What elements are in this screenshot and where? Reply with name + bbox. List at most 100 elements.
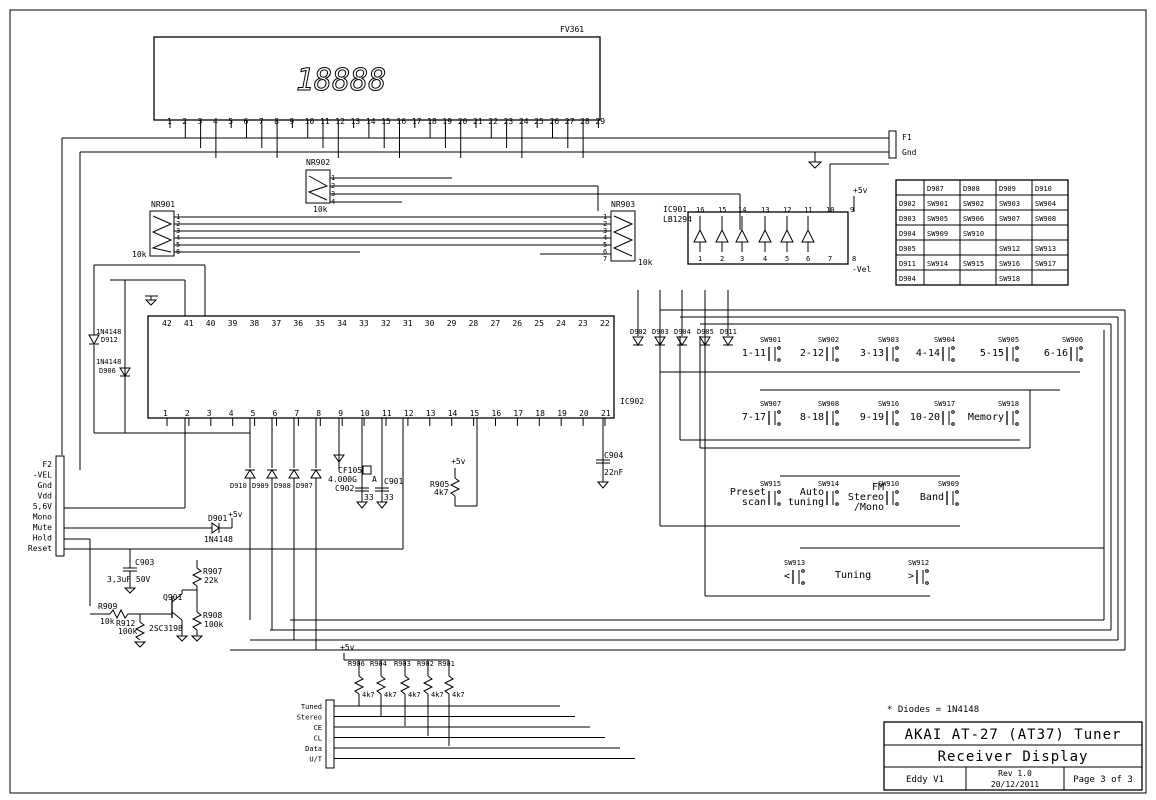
bottom-connector-pin-0: Tuned	[301, 703, 322, 711]
vfd-pin-20: 20	[458, 117, 468, 126]
ic902-top-pin-24: 24	[556, 319, 566, 328]
nr901: NR901 10k 1 2 3 4 5 6	[132, 200, 180, 259]
matrix-frame	[895, 179, 1069, 286]
vfd-pin-13: 13	[351, 117, 361, 126]
switch-ref-SW908: SW908	[818, 400, 839, 408]
vfd-label: FV361	[560, 25, 584, 34]
vfd-digits: 18888	[296, 63, 386, 98]
switch-label-SW914-0: Auto	[800, 487, 824, 498]
ic901-ref: IC901	[663, 205, 687, 214]
d906-part: 1N4148	[96, 358, 121, 366]
matrix-cell-1-0: D902	[899, 200, 916, 208]
pullup-ref-R906: R906	[348, 660, 365, 668]
ic901-driver-2	[715, 228, 729, 243]
ic902-bottom-pin-8: 8	[316, 409, 321, 418]
diode-label-D911: D911	[720, 328, 737, 336]
d906-symbol	[119, 367, 131, 377]
diode-label-D905: D905	[697, 328, 714, 336]
r908-ref: R908	[203, 611, 222, 620]
ic902-bottom-pin-17: 17	[513, 409, 523, 418]
ic901-bottom-pin-8: 8	[852, 255, 856, 263]
c903-value: 3,3uF 50V	[107, 575, 151, 584]
pullup-ref-R904: R904	[370, 660, 387, 668]
matrix-cell-2-3: SW907	[999, 215, 1020, 223]
nr901-ref: NR901	[151, 200, 175, 209]
ic902-top-pin-22: 22	[600, 319, 610, 328]
q901-ref: Q901	[163, 593, 182, 602]
diode-D908	[288, 469, 300, 479]
left-connector-pin-4: 5,6V	[33, 502, 52, 511]
vfd-pin-24: 24	[519, 117, 529, 126]
pullup-R904	[375, 675, 387, 695]
bottom-connector-pin-3: CL	[314, 735, 322, 743]
bottom-connector-body	[325, 699, 335, 769]
matrix-cell-2-4: SW908	[1035, 215, 1056, 223]
vfd-pin-29: 29	[595, 117, 605, 126]
vfd-pin-17: 17	[412, 117, 422, 126]
title-block: * Diodes = 1N4148 AKAI AT-27 (AT37) Tune…	[883, 705, 1143, 791]
d912-part: 1N4148	[96, 328, 121, 336]
vfd-pin-21: 21	[473, 117, 483, 126]
matrix-cell-5-2: SW915	[963, 260, 984, 268]
r905-value: 4k7	[434, 488, 449, 497]
vfd-pin-11: 11	[320, 117, 330, 126]
ic901-bottom-pin-2: 2	[720, 255, 724, 263]
d906-ref: D906	[99, 367, 116, 375]
left-wiring: 1N4148 D912 1N4148 D906	[61, 137, 250, 470]
switch-label-SW903-0: 3-13	[860, 348, 884, 359]
ic902-top-pin-40: 40	[206, 319, 216, 328]
switch-label-SW913-0: <	[784, 571, 790, 582]
ic902-top-pin-36: 36	[293, 319, 303, 328]
switch-ref-SW918: SW918	[998, 400, 1019, 408]
pullup-value-R903: 4k7	[408, 691, 421, 699]
r907-ref: R907	[203, 567, 222, 576]
switch-ref-SW907: SW907	[760, 400, 781, 408]
ic902-bottom-pin-13: 13	[426, 409, 436, 418]
matrix-cell-3-1: SW909	[927, 230, 948, 238]
ic901-top-pin-9: 9	[850, 206, 854, 214]
nr902-ref: NR902	[306, 158, 330, 167]
ic901-driver-6	[801, 228, 815, 243]
left-connector-pin-6: Mute	[33, 523, 52, 532]
switch-ref-SW906: SW906	[1062, 336, 1083, 344]
ic902-bottom-pin-19: 19	[557, 409, 567, 418]
ic902-top-pin-31: 31	[403, 319, 413, 328]
bottom-connector-pin-1: Stereo	[297, 714, 322, 722]
tuning-label: Tuning	[835, 570, 871, 581]
switch-ref-SW904: SW904	[934, 336, 955, 344]
matrix-cell-0-3: D909	[999, 185, 1016, 193]
ic902-bottom-pin-1: 1	[163, 409, 168, 418]
matrix-cell-2-0: D903	[899, 215, 916, 223]
nr903-pin-7: 7	[603, 255, 607, 263]
switch-ref-SW910: SW910	[878, 480, 899, 488]
connector-f1: F1 Gnd	[80, 130, 917, 169]
ic901-bottom-pin-1: 1	[698, 255, 702, 263]
vfd-pin-23: 23	[504, 117, 514, 126]
switch-label-SW906-0: 6-16	[1044, 348, 1068, 359]
ic902-bottom-pin-2: 2	[185, 409, 190, 418]
r908-value: 100k	[204, 620, 223, 629]
pullup-supply: +5v	[340, 643, 355, 652]
crystal-suffix: A	[372, 475, 377, 484]
nr903: NR903 10k 1 2 3 4 5 6 7	[603, 200, 653, 267]
ic902-top-pin-29: 29	[447, 319, 457, 328]
d912-ref: D912	[101, 336, 118, 344]
vfd-pin-14: 14	[366, 117, 376, 126]
ic902-top-pin-30: 30	[425, 319, 435, 328]
matrix-cell-5-1: SW914	[927, 260, 948, 268]
switch-ref-SW903: SW903	[878, 336, 899, 344]
pullup-R901	[443, 675, 455, 695]
diode-D910	[244, 469, 256, 479]
ic902-top-pin-26: 26	[512, 319, 522, 328]
nr902-zigzag	[307, 175, 329, 201]
ic901-bottom-pin-4: 4	[763, 255, 767, 263]
diode-label-D910: D910	[230, 482, 247, 490]
pullup-ref-R901: R901	[438, 660, 455, 668]
crystal-value: 4.000G	[328, 475, 357, 484]
